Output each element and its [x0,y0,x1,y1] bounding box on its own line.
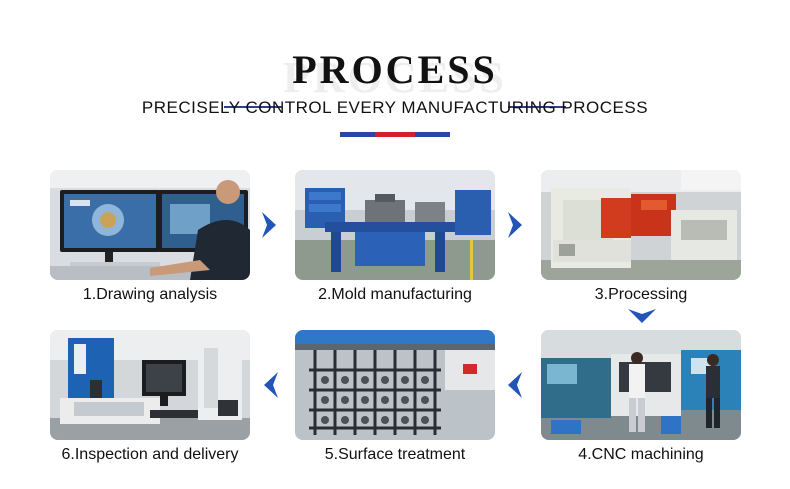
step-label: 6.Inspection and delivery [61,446,239,463]
step-card-mold-manufacturing: 2.Mold manufacturing [295,170,495,303]
step-card-cnc-machining: 4.CNC machining [541,330,741,463]
page-subtitle: PRECISELY CONTROL EVERY MANUFACTURING PR… [141,98,649,117]
step-label: 1.Drawing analysis [82,286,218,303]
title-rule-left [224,106,282,108]
step-label: 2.Mold manufacturing [318,286,472,303]
title-rule-right [508,106,566,108]
arrow-left-icon [508,372,522,398]
step-label: 5.Surface treatment [324,446,466,463]
arrow-right-icon [262,212,276,238]
step-photo-drawing-analysis [50,170,250,280]
arrow-right-icon [508,212,522,238]
step-photo-inspection-delivery [50,330,250,440]
color-divider [340,132,450,137]
title-block: PROCESS PROCESS [0,40,790,108]
step-card-inspection-delivery: 6.Inspection and delivery [50,330,250,463]
arrow-left-icon [264,372,278,398]
header: PROCESS PROCESS PRECISELY CONTROL EVERY … [0,0,790,150]
step-label: 3.Processing [594,286,688,303]
step-photo-processing [541,170,741,280]
step-photo-cnc-machining [541,330,741,440]
step-photo-mold-manufacturing [295,170,495,280]
step-card-surface-treatment: 5.Surface treatment [295,330,495,463]
step-photo-surface-treatment [295,330,495,440]
step-card-processing: 3.Processing [541,170,741,303]
title-watermark: PROCESS [283,53,507,102]
page-title: PROCESS [292,47,498,92]
step-label: 4.CNC machining [578,446,704,463]
arrow-down-icon [628,309,656,323]
step-card-drawing-analysis: 1.Drawing analysis [50,170,250,303]
